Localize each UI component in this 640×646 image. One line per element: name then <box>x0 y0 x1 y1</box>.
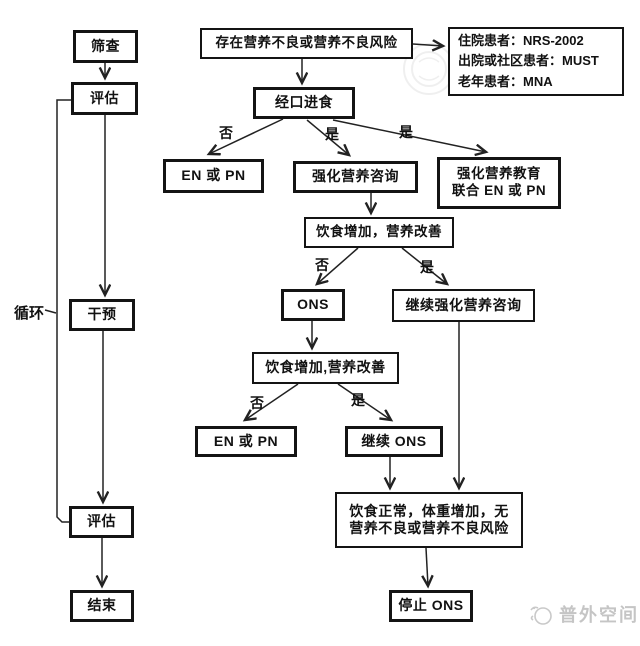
node-en-or-pn-1: EN 或 PN <box>163 159 264 193</box>
node-oral-intake-label: 经口进食 <box>275 94 333 111</box>
branch-label-yes-4: 是 <box>351 392 365 408</box>
node-intervention: 干预 <box>69 299 135 331</box>
node-diet-improve-1-label: 饮食增加，营养改善 <box>316 224 442 240</box>
node-malnutrition-risk-label: 存在营养不良或营养不良风险 <box>215 35 398 51</box>
node-end-label: 结束 <box>87 597 117 614</box>
node-screening-tools: 住院患者：NRS-2002 出院或社区患者：MUST 老年患者：MNA <box>448 27 624 96</box>
screening-tools-line1: 住院患者：NRS-2002 <box>458 33 584 49</box>
node-diet-improve-2: 饮食增加,营养改善 <box>252 352 399 384</box>
node-stop-ons: 停止 ONS <box>389 590 473 622</box>
node-diet-normal: 饮食正常，体重增加，无 营养不良或营养不良风险 <box>335 492 523 548</box>
node-assessment-2-label: 评估 <box>87 513 116 530</box>
screening-tools-line2: 出院或社区患者：MUST <box>458 53 599 69</box>
node-end: 结束 <box>70 590 134 622</box>
node-continue-ons: 继续 ONS <box>345 426 443 457</box>
node-screening-label: 筛查 <box>91 37 120 54</box>
brand-watermark-text: 普外空间 <box>559 605 639 625</box>
node-ons: ONS <box>281 289 345 321</box>
node-ons-label: ONS <box>297 296 329 313</box>
node-continue-counseling: 继续强化营养咨询 <box>392 289 535 322</box>
node-en-or-pn-2-label: EN 或 PN <box>213 432 279 449</box>
node-continue-counseling-label: 继续强化营养咨询 <box>405 296 522 313</box>
brand-logo-icon <box>530 606 552 625</box>
node-assessment-1-label: 评估 <box>90 89 119 106</box>
node-malnutrition-risk: 存在营养不良或营养不良风险 <box>200 28 413 59</box>
loop-label: 循环 <box>14 305 45 322</box>
node-education-line1: 强化营养教育 <box>457 166 541 182</box>
branch-label-yes-3: 是 <box>420 259 434 275</box>
branch-label-no-3: 否 <box>250 395 264 411</box>
node-assessment-1: 评估 <box>71 82 138 115</box>
node-diet-normal-line2: 营养不良或营养不良风险 <box>349 520 509 536</box>
node-diet-improve-2-label: 饮食增加,营养改善 <box>265 359 386 376</box>
node-education-line2: 联合 EN 或 PN <box>451 183 547 198</box>
brand-watermark: 普外空间 <box>527 600 639 628</box>
node-assessment-2: 评估 <box>69 506 134 538</box>
branch-label-no-1: 否 <box>219 125 233 141</box>
node-intensive-counseling-label: 强化营养咨询 <box>312 168 399 185</box>
node-screening: 筛查 <box>73 30 138 63</box>
branch-label-yes-1: 是 <box>325 126 339 142</box>
branch-label-yes-2: 是 <box>399 124 413 140</box>
node-diet-normal-line1: 饮食正常，体重增加，无 <box>349 502 509 519</box>
node-intervention-label: 干预 <box>87 306 117 323</box>
node-education-en-pn: 强化营养教育 联合 EN 或 PN <box>437 157 561 209</box>
node-en-or-pn-2: EN 或 PN <box>195 426 297 457</box>
node-stop-ons-label: 停止 ONS <box>398 597 464 614</box>
screening-tools-line3: 老年患者：MNA <box>458 73 553 89</box>
node-intensive-counseling: 强化营养咨询 <box>293 161 418 193</box>
node-en-or-pn-1-label: EN 或 PN <box>181 167 246 184</box>
node-oral-intake: 经口进食 <box>253 87 355 119</box>
branch-label-no-2: 否 <box>315 257 329 273</box>
node-diet-improve-1: 饮食增加，营养改善 <box>304 217 454 248</box>
node-continue-ons-label: 继续 ONS <box>361 432 427 449</box>
